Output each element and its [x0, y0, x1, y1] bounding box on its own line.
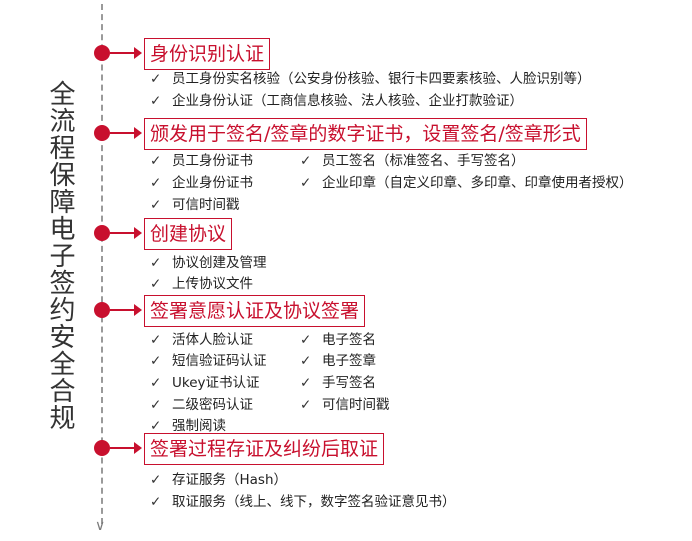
stage-4-title: 签署意愿认证及协议签署	[144, 295, 366, 327]
stage-5-marker	[94, 440, 110, 456]
stage-5-title: 签署过程存证及纠纷后取证	[144, 433, 385, 465]
stage-4-item-left-3: ✓Ukey证书认证	[150, 375, 260, 391]
check-icon: ✓	[150, 353, 162, 369]
stage-4-item-left-2: ✓短信验证码认证	[150, 353, 267, 369]
stage-1-arrow-icon	[110, 47, 142, 59]
check-icon: ✓	[150, 397, 162, 413]
check-icon: ✓	[150, 153, 162, 169]
stage-2-item-left-1: ✓员工身份证书	[150, 153, 253, 169]
stage-5-item-2: ✓取证服务（线上、线下，数字签名验证意见书）	[150, 494, 456, 510]
check-icon: ✓	[300, 175, 312, 191]
check-icon: ✓	[300, 353, 312, 369]
stage-5-item-1: ✓存证服务（Hash）	[150, 472, 288, 488]
stage-4-item-right-3: ✓手写签名	[300, 375, 376, 391]
check-icon: ✓	[150, 276, 162, 292]
check-icon: ✓	[150, 375, 162, 391]
stage-5-arrow-icon	[110, 442, 142, 454]
stage-2-arrow-icon	[110, 127, 142, 139]
timeline-line	[101, 4, 103, 524]
check-icon: ✓	[300, 375, 312, 391]
stage-2-item-right-2: ✓企业印章（自定义印章、多印章、印章使用者授权）	[300, 175, 633, 191]
stage-1-item-2: ✓企业身份认证（工商信息核验、法人核验、企业打款验证）	[150, 93, 523, 109]
stage-3-item-2: ✓上传协议文件	[150, 276, 253, 292]
stage-2-title: 颁发用于签名/签章的数字证书，设置签名/签章形式	[144, 118, 587, 150]
stage-4-marker	[94, 302, 110, 318]
stage-2-marker	[94, 125, 110, 141]
check-icon: ✓	[300, 332, 312, 348]
stage-4-item-right-1: ✓电子签名	[300, 332, 376, 348]
stage-2-item-left-3: ✓可信时间戳	[150, 197, 240, 213]
timeline-arrow-down-icon: ∨	[95, 518, 106, 534]
stage-3-marker	[94, 225, 110, 241]
check-icon: ✓	[150, 197, 162, 213]
stage-2-item-left-2: ✓企业身份证书	[150, 175, 253, 191]
check-icon: ✓	[150, 175, 162, 191]
stage-3-item-1: ✓协议创建及管理	[150, 255, 267, 271]
stage-3-title: 创建协议	[144, 218, 233, 250]
stage-2-item-right-1: ✓员工签名（标准签名、手写签名）	[300, 153, 525, 169]
check-icon: ✓	[150, 255, 162, 271]
stage-4-item-left-4: ✓二级密码认证	[150, 397, 253, 413]
stage-4-item-right-2: ✓电子签章	[300, 353, 376, 369]
stage-4-item-left-1: ✓活体人脸认证	[150, 332, 253, 348]
check-icon: ✓	[300, 397, 312, 413]
check-icon: ✓	[150, 332, 162, 348]
stage-4-item-right-4: ✓可信时间戳	[300, 397, 390, 413]
stage-3-arrow-icon	[110, 227, 142, 239]
sidebar-title: 全流程保障电子签约安全合规	[45, 80, 75, 431]
stage-1-title: 身份识别认证	[144, 38, 271, 70]
check-icon: ✓	[150, 418, 162, 434]
check-icon: ✓	[150, 93, 162, 109]
check-icon: ✓	[150, 71, 162, 87]
stage-4-item-left-5: ✓强制阅读	[150, 418, 226, 434]
stage-1-item-1: ✓员工身份实名核验（公安身份核验、银行卡四要素核验、人脸识别等）	[150, 71, 591, 87]
check-icon: ✓	[150, 494, 162, 510]
stage-4-arrow-icon	[110, 304, 142, 316]
check-icon: ✓	[150, 472, 162, 488]
stage-1-marker	[94, 45, 110, 61]
check-icon: ✓	[300, 153, 312, 169]
